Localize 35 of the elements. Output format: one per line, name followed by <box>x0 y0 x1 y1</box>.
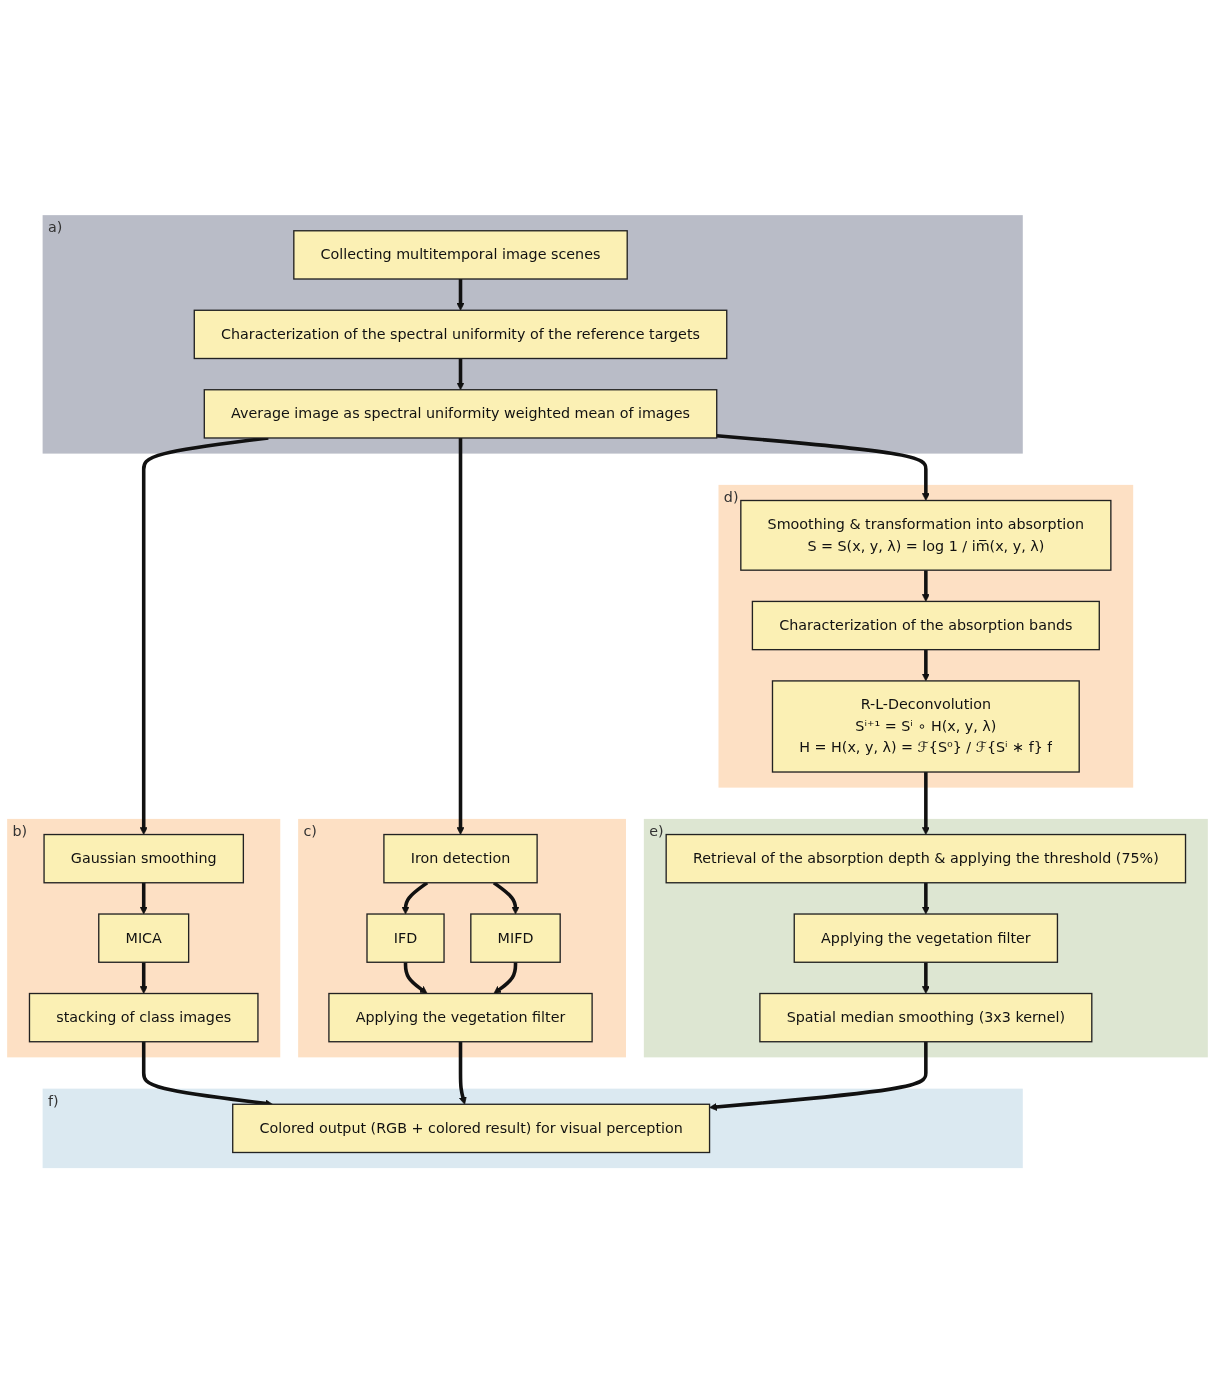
arrow <box>716 433 930 501</box>
node-box: Gaussian smoothing <box>43 833 245 884</box>
node-box: Applying the vegetation filter <box>328 992 593 1043</box>
arrow <box>492 881 520 915</box>
node-box: Characterization of the absorption bands <box>751 600 1100 651</box>
node-box: Smoothing & transformation into absorption S = S(x, y, λ) = log 1 / im̅(x, y, λ) <box>740 499 1112 571</box>
arrow <box>139 436 269 835</box>
arrow <box>921 962 930 994</box>
node-box: Colored output (RGB + colored result) for visual perception <box>232 1103 711 1153</box>
node-box: IFD <box>366 913 445 963</box>
arrow <box>456 358 465 390</box>
arrow <box>458 1041 467 1105</box>
arrow <box>401 881 429 915</box>
node-box: R-L-Deconvolution Sⁱ⁺¹ = Sⁱ ∘ H(x, y, λ) H = H(x, y, λ) = ℱ{S⁰} / ℱ{Sⁱ ∗ f} f <box>771 680 1080 773</box>
node-box: MIFD <box>470 913 561 963</box>
node-box: Iron detection <box>383 833 538 884</box>
arrow <box>921 882 930 915</box>
arrow <box>139 962 148 994</box>
node-box: stacking of class images <box>28 992 259 1043</box>
node-box: MICA <box>98 913 190 963</box>
node-box: Average image as spectral uniformity weighted mean of images <box>203 388 718 439</box>
arrow <box>403 962 428 994</box>
node-box: Characterization of the spectral uniformity of the reference targets <box>193 309 728 360</box>
arrow <box>139 882 148 915</box>
node-box: Spatial median smoothing (3x3 kernel) <box>759 992 1093 1043</box>
arrow <box>709 1041 928 1111</box>
node-box: Applying the vegetation filter <box>793 913 1059 963</box>
arrow <box>921 570 930 602</box>
arrow <box>493 962 518 994</box>
arrow <box>456 278 465 311</box>
node-box: Collecting multitemporal image scenes <box>293 229 628 280</box>
arrow <box>456 437 465 835</box>
arrow <box>921 649 930 682</box>
node-box: Retrieval of the absorption depth & applying the threshold (75%) <box>665 833 1187 884</box>
arrow <box>921 771 930 835</box>
